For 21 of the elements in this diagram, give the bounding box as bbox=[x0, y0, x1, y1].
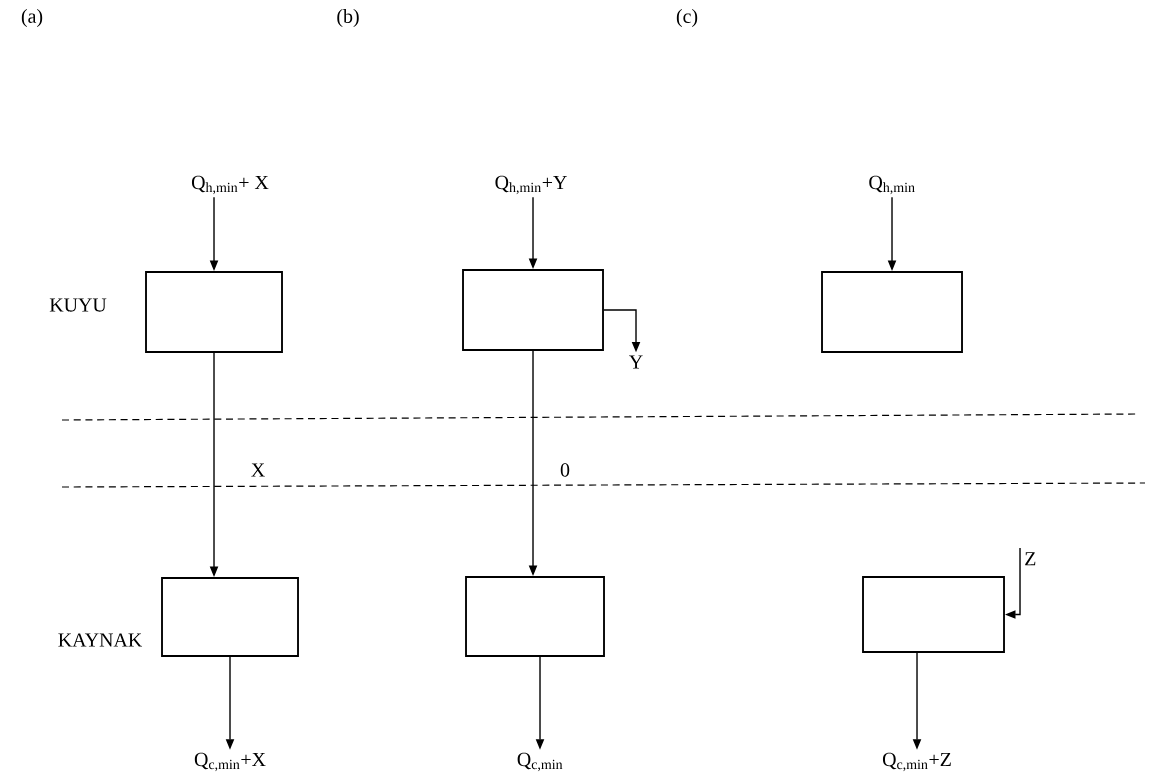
label: (c) bbox=[676, 8, 698, 28]
label: KUYU bbox=[49, 298, 107, 312]
flow-label: Q$_{c,min}$+X bbox=[194, 752, 266, 772]
label: (a) bbox=[21, 8, 43, 28]
process-box bbox=[145, 271, 283, 353]
edge-label: X bbox=[249, 462, 267, 478]
process-box bbox=[465, 576, 605, 657]
process-box bbox=[821, 271, 963, 353]
process-box bbox=[161, 577, 299, 657]
flow-label: Q$_{c,min}$+Z bbox=[882, 752, 951, 772]
edge-label: 0 bbox=[558, 462, 572, 478]
process-box bbox=[862, 576, 1005, 653]
flow-label: Z bbox=[1025, 552, 1036, 566]
label: (b) bbox=[337, 8, 359, 28]
flow-label: Q$_{c,min}$ bbox=[517, 752, 563, 772]
flow-label: Y bbox=[629, 355, 643, 369]
flow-label: Q$_{h,min}$+Y bbox=[495, 175, 567, 195]
flow-label: Q$_{h,min}$ bbox=[869, 175, 915, 195]
process-box bbox=[462, 269, 604, 351]
label: KAYNAK bbox=[58, 633, 143, 647]
flow-label: Q$_{h,min}$+ X bbox=[191, 175, 269, 195]
